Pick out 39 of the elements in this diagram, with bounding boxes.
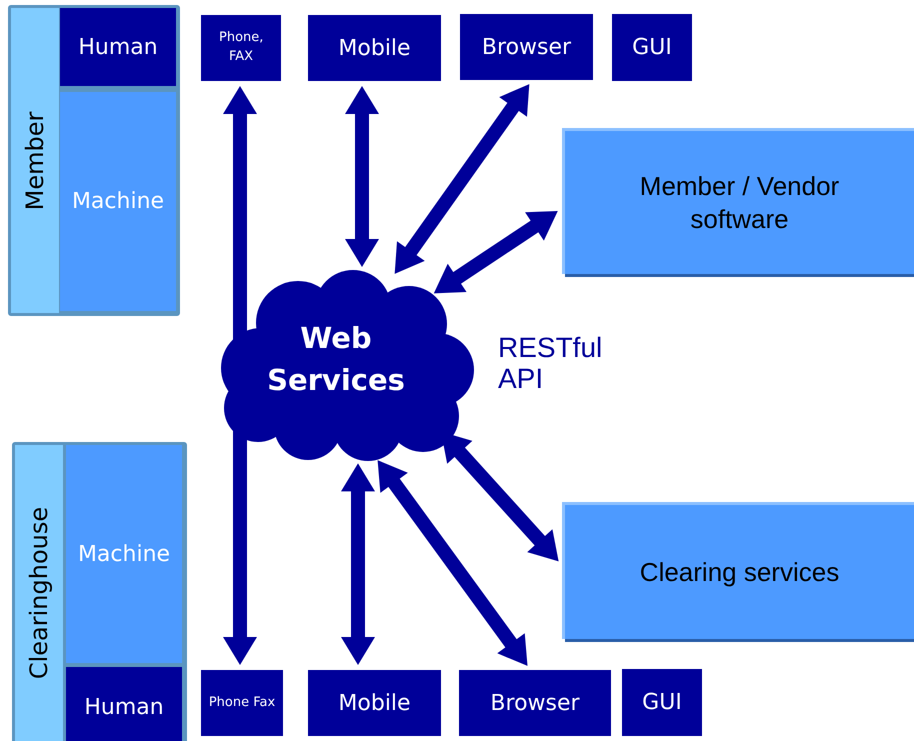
node-label: Mobile xyxy=(338,36,411,60)
node-label: Browser xyxy=(482,34,572,60)
group-panel xyxy=(12,442,187,741)
node-label: Phone Fax xyxy=(208,694,276,712)
process-box xyxy=(60,92,176,311)
process-box xyxy=(201,15,281,81)
api-label: RESTful API xyxy=(498,333,604,395)
node-label: Browser xyxy=(490,690,580,716)
node-label: Clearing services xyxy=(640,556,840,588)
double-arrow xyxy=(394,84,530,274)
process-box xyxy=(459,670,611,736)
double-arrow xyxy=(434,210,558,294)
node-label: Web Services xyxy=(266,320,406,399)
process-box xyxy=(612,14,692,81)
process-box xyxy=(622,669,702,736)
process-box xyxy=(562,502,914,639)
node-label: GUI xyxy=(632,35,672,60)
group-label: Clearinghouse xyxy=(25,506,53,680)
process-box xyxy=(66,445,182,663)
process-box xyxy=(308,15,441,81)
process-box xyxy=(201,670,283,736)
double-arrow xyxy=(345,86,379,267)
node-label: GUI xyxy=(642,690,682,715)
group-label: Member xyxy=(21,111,49,210)
node-label: Machine xyxy=(72,189,164,214)
group-panel xyxy=(8,5,180,316)
node-label: Machine xyxy=(78,542,170,566)
process-box xyxy=(308,670,441,736)
process-box xyxy=(562,128,914,274)
process-box xyxy=(66,667,182,741)
double-arrow xyxy=(341,463,375,665)
node-label: Human xyxy=(84,694,164,720)
node-label: Member / Vendor software xyxy=(638,170,840,235)
double-arrow xyxy=(378,460,528,666)
process-box xyxy=(60,8,176,86)
node-label: Human xyxy=(78,34,158,60)
process-box xyxy=(460,14,593,80)
node-label: Mobile xyxy=(338,690,411,716)
node-label: Phone, FAX xyxy=(219,29,263,66)
